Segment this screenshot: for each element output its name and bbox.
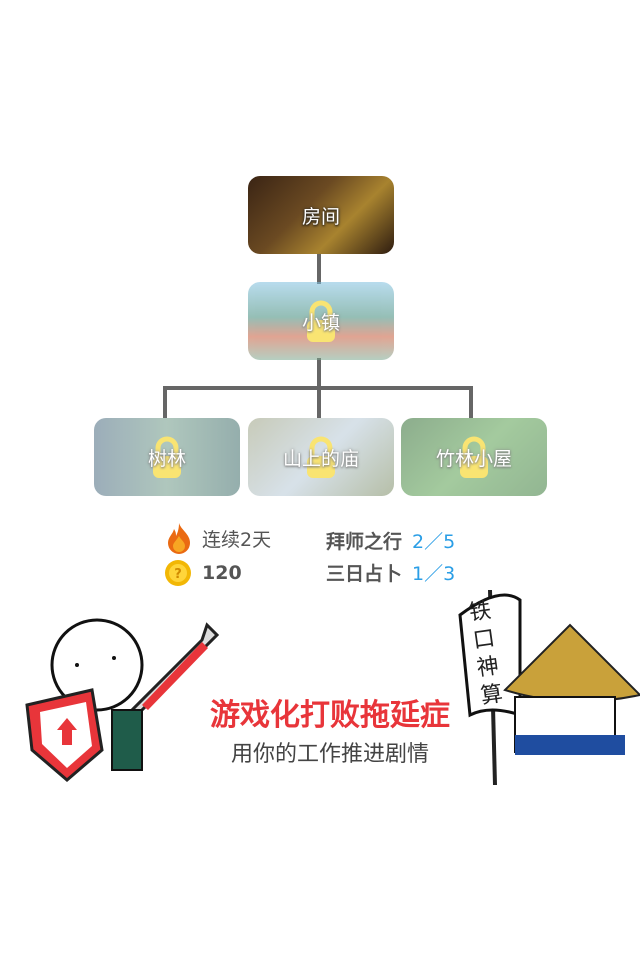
knight-illustration bbox=[25, 618, 220, 782]
connector bbox=[317, 358, 321, 388]
node-town[interactable]: 小镇 bbox=[248, 282, 394, 360]
quest-apprentice: 拜师之行 2／5 bbox=[326, 531, 456, 553]
slogan-title: 游戏化打败拖延症 bbox=[210, 698, 450, 733]
lock-icon bbox=[153, 436, 181, 478]
lock-icon bbox=[307, 436, 335, 478]
connector bbox=[163, 386, 167, 418]
slogan-subtitle: 用你的工作推进剧情 bbox=[230, 742, 429, 767]
node-mountain-temple[interactable]: 山上的庙 bbox=[248, 418, 394, 496]
flame-icon bbox=[168, 523, 190, 554]
node-room[interactable]: 房间 bbox=[248, 176, 394, 254]
quest-divination: 三日占卜 1／3 bbox=[326, 563, 456, 585]
svg-text:?: ? bbox=[174, 567, 182, 582]
coin-icon: ? bbox=[165, 560, 191, 586]
connector bbox=[317, 252, 321, 284]
node-forest[interactable]: 树林 bbox=[94, 418, 240, 496]
connector bbox=[469, 386, 473, 418]
lock-icon bbox=[460, 436, 488, 478]
node-bamboo-hut[interactable]: 竹林小屋 bbox=[401, 418, 547, 496]
connector bbox=[317, 386, 321, 418]
lock-icon bbox=[307, 300, 335, 342]
streak: 连续2天 bbox=[166, 522, 271, 554]
coins: ? 120 bbox=[164, 559, 242, 587]
